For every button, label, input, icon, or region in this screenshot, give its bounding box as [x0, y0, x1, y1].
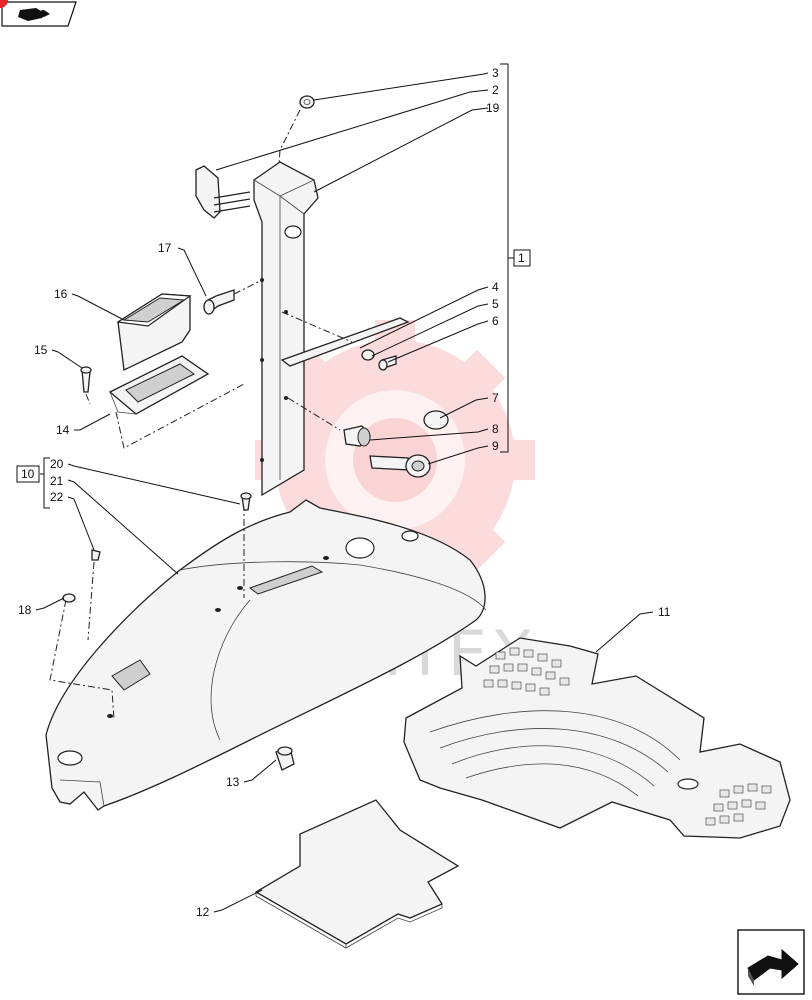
callout-4: 4	[492, 280, 499, 294]
callout-11: 11	[658, 605, 671, 619]
callout-15: 15	[34, 343, 48, 357]
part-screw-top	[240, 492, 252, 511]
callout-16: 16	[54, 287, 68, 301]
callout-18: 18	[18, 603, 32, 617]
callout-8: 8	[492, 422, 499, 436]
part-screw-15	[80, 366, 92, 393]
callout-7: 7	[492, 391, 499, 405]
part-bracket	[195, 165, 251, 219]
part-floor-mat	[403, 637, 791, 839]
part-floor-panel	[254, 799, 460, 949]
part-spacer	[343, 425, 371, 447]
callout-20: 20	[50, 457, 64, 471]
callout-14: 14	[56, 423, 70, 437]
callout-3: 3	[492, 66, 499, 80]
callout-labels: 3 2 19 1 4 5 6 7 8 9 11 17 16 15 14 20 1…	[18, 66, 671, 919]
part-washer	[361, 349, 375, 361]
callout-5: 5	[492, 297, 499, 311]
part-plug-18	[62, 593, 76, 603]
callout-6: 6	[492, 314, 499, 328]
callout-17: 17	[158, 241, 172, 255]
callout-9: 9	[492, 439, 499, 453]
callout-10: 10	[21, 467, 35, 481]
callout-21: 21	[50, 474, 64, 488]
next-page-arrow-icon[interactable]	[737, 929, 805, 995]
part-bolt-6	[378, 355, 397, 371]
part-rod	[280, 317, 410, 367]
part-cap	[423, 410, 449, 430]
part-bolt-17	[203, 289, 235, 315]
callout-19: 19	[486, 101, 500, 115]
callout-12: 12	[196, 905, 210, 919]
part-knob	[369, 454, 431, 478]
callout-22: 22	[50, 490, 64, 504]
part-console-housing	[45, 499, 487, 811]
leader-lines	[16, 63, 654, 913]
part-bushing	[275, 746, 295, 771]
callout-1: 1	[518, 251, 525, 265]
part-upright-post	[253, 161, 319, 497]
part-screw-22	[91, 549, 101, 561]
callout-2: 2	[492, 83, 499, 97]
callout-13: 13	[226, 775, 240, 789]
part-bezel-plate	[108, 355, 210, 415]
book-forward-icon[interactable]	[0, 0, 77, 27]
part-nut	[299, 95, 315, 109]
part-cup-holder	[116, 293, 192, 371]
